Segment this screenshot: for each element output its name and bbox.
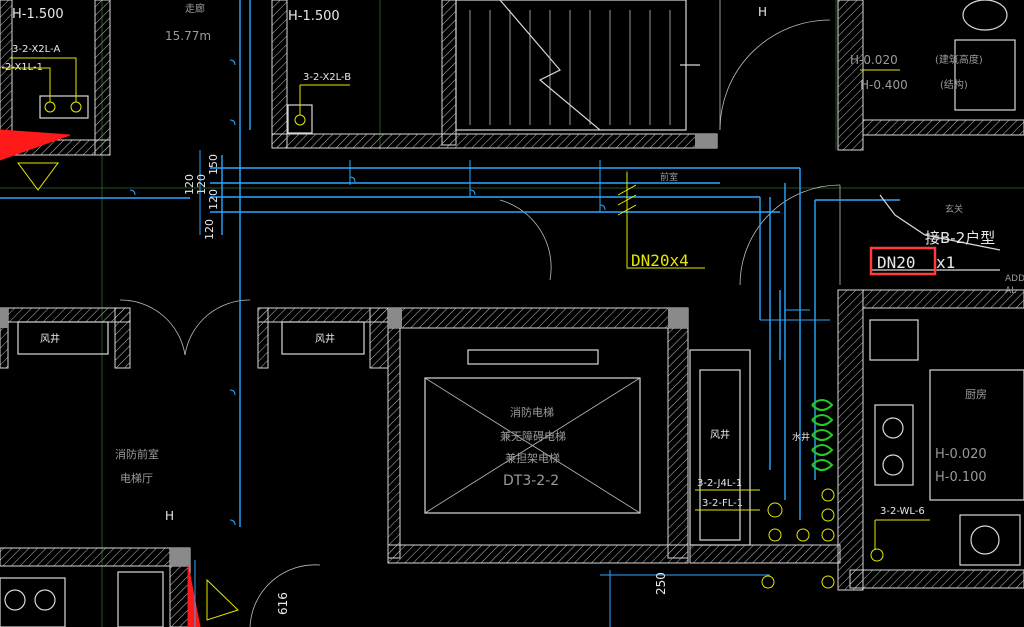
label-elev-k1: H-0.020 — [935, 447, 987, 462]
label-fan-shaft-3: 风井 — [710, 428, 730, 441]
triangle-marker-left — [17, 162, 59, 191]
text-labels: H-1.500 3-2-X2L-A 3-2-X1L-1 走廊 15.77m H-… — [0, 2, 1024, 615]
label-fan-shaft-1: 风井 — [40, 332, 60, 345]
label-elevator-1: 消防电梯 — [510, 405, 554, 419]
label-dim-120-c: 120 — [207, 189, 220, 210]
label-kitchen: 厨房 — [965, 388, 987, 401]
label-riser-x1l-1: 3-2-X1L-1 — [0, 62, 43, 73]
label-fire-hall-2: 电梯厅 — [120, 472, 153, 485]
label-front-room: 前室 — [660, 171, 678, 183]
label-dim-250: 250 — [654, 572, 668, 595]
label-al: AL — [1005, 286, 1016, 296]
label-unit-type: 接B-2户型 — [925, 229, 995, 247]
label-dim-150: 150 — [207, 154, 220, 175]
label-fan-shaft-2: 风井 — [315, 332, 335, 345]
label-elev-topleft: H-1.500 — [12, 7, 64, 22]
label-dn20: DN20 — [877, 253, 916, 272]
valve-symbols — [811, 399, 834, 471]
red-marker-left — [0, 129, 71, 161]
label-x1: x1 — [936, 253, 955, 272]
room-kitchen — [869, 319, 1024, 566]
label-h-top: H — [758, 5, 767, 19]
elevator-shaft — [424, 377, 641, 514]
stairs — [455, 0, 700, 131]
label-h-mid: H — [165, 509, 174, 523]
label-elevator-code: DT3-2-2 — [503, 473, 559, 489]
highlight-box-dn20[interactable] — [869, 246, 937, 276]
label-dn20x4: DN20x4 — [631, 251, 689, 270]
label-riser-x2l-a: 3-2-X2L-A — [12, 44, 60, 55]
label-riser-x2l-b: 3-2-X2L-B — [303, 72, 351, 83]
label-elev-400: H-0.400 — [860, 78, 908, 92]
riser-symbols — [695, 488, 930, 589]
label-note-top-right-2: (结构) — [940, 78, 968, 91]
water-pipes — [0, 0, 900, 627]
red-marker-bottom — [187, 564, 201, 627]
label-dim-120-d: 120 — [203, 219, 216, 240]
room-top-left — [0, 0, 111, 156]
label-dim-616: 616 — [276, 592, 290, 615]
label-entrance: 玄关 — [945, 203, 963, 215]
label-elev-top-mid: H-1.500 — [288, 9, 340, 24]
rooms-bottom — [0, 544, 1024, 627]
label-note-top-right: (建筑高度) — [935, 53, 983, 66]
label-elev-020: H-0.020 — [850, 53, 898, 67]
label-riser-j4l: 3-2-J4L-1 — [697, 478, 742, 489]
label-riser-wl: 3-2-WL-6 — [880, 506, 925, 517]
label-elev-k2: H-0.100 — [935, 470, 987, 485]
label-water-well: 水井 — [792, 431, 810, 443]
triangle-marker-bottom — [206, 578, 239, 621]
label-dim-120-b: 120 — [195, 174, 208, 195]
label-add: ADD — [1005, 274, 1024, 284]
label-dim-120-a: 120 — [183, 174, 196, 195]
room-top-right — [837, 0, 1024, 151]
wall-band-middle — [0, 289, 1024, 591]
door-arcs — [119, 0, 841, 356]
label-fire-hall-1: 消防前室 — [115, 447, 159, 461]
label-elevator-2: 兼无障碍电梯 — [500, 429, 566, 443]
label-elev-walk: 15.77m — [165, 29, 211, 43]
room-top-mid — [271, 0, 718, 149]
label-elevator-3: 兼担架电梯 — [505, 451, 560, 465]
label-walk: 走廊 — [185, 2, 205, 15]
label-riser-fl: 3-2-FL-1 — [702, 498, 743, 509]
